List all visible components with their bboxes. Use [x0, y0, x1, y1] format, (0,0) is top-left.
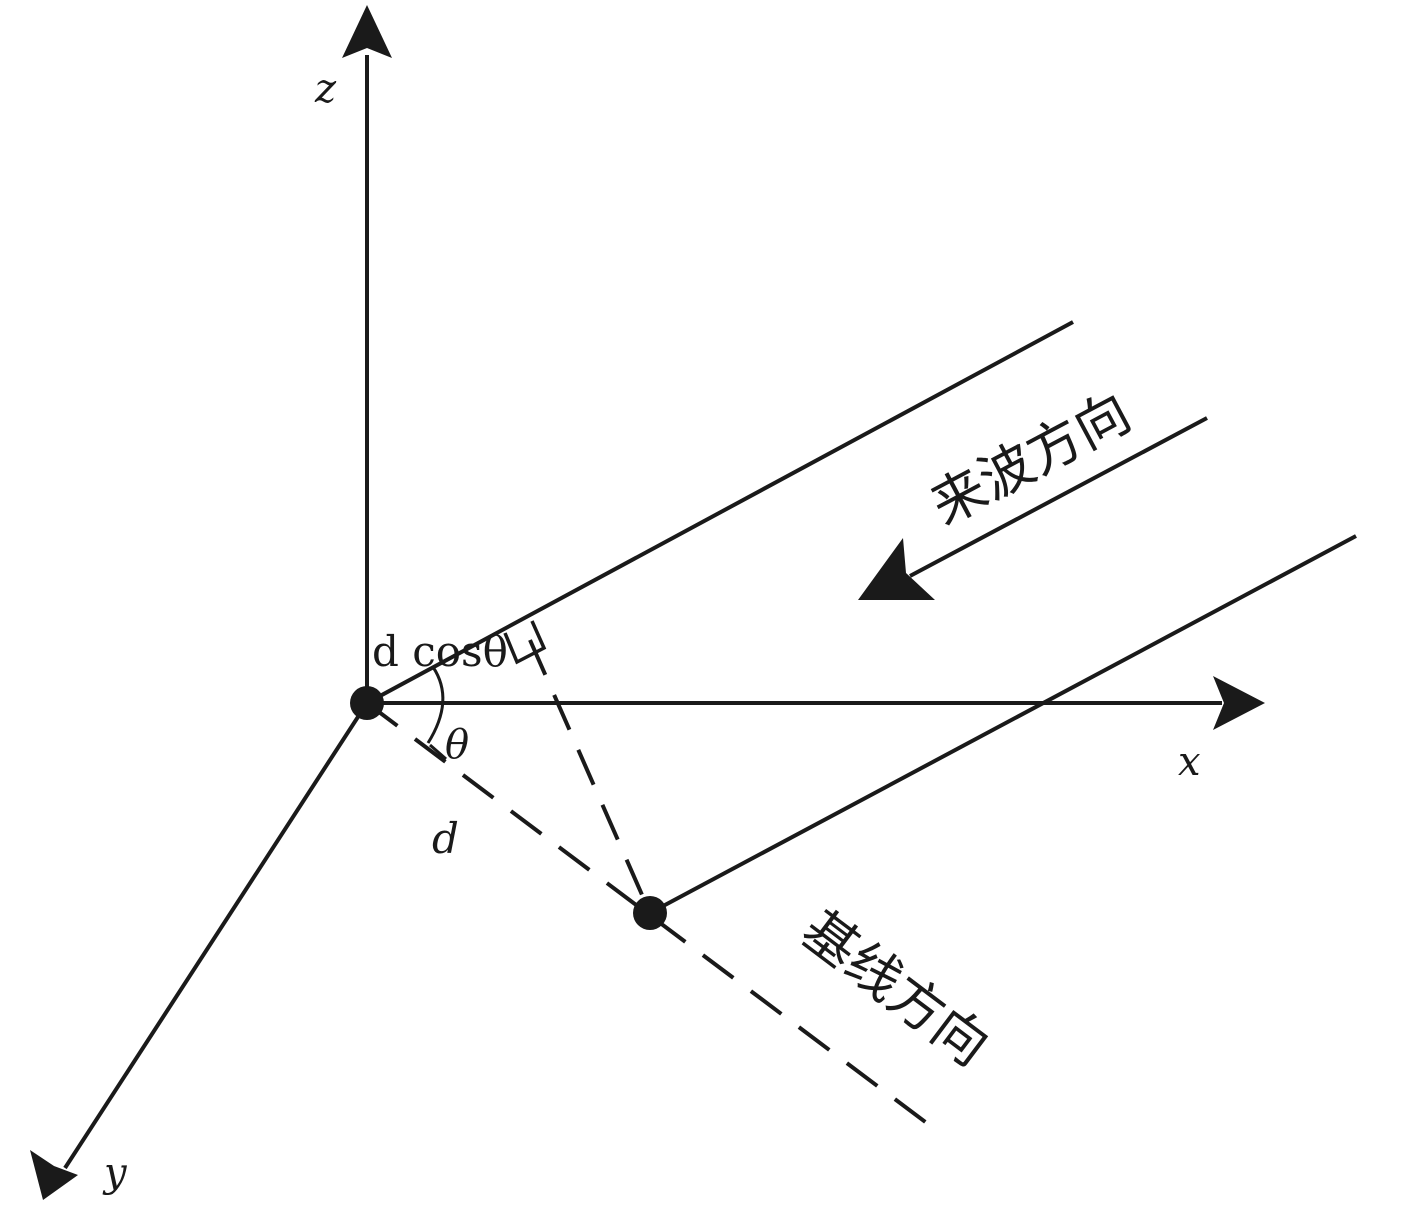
second-element-dot	[633, 896, 667, 930]
wave-ray-origin	[366, 320, 1074, 705]
y-axis-arrowhead	[30, 1150, 78, 1200]
baseline-length-label: d	[432, 814, 459, 863]
theta-arc	[426, 666, 445, 744]
baseline-direction-label: 基线方向	[790, 898, 1000, 1078]
y-axis-label: y	[102, 1150, 128, 1196]
origin-element-dot	[350, 686, 384, 720]
y-axis	[63, 701, 369, 1170]
z-axis-label: z	[314, 66, 337, 112]
x-axis-label: x	[1178, 739, 1201, 785]
z-axis-arrowhead	[342, 5, 392, 58]
right-angle-marker	[503, 620, 547, 665]
wave-ray-element	[649, 534, 1357, 915]
baseline-tick	[429, 743, 447, 761]
theta-label: θ	[445, 722, 469, 768]
x-axis-arrowhead	[1213, 676, 1265, 730]
projection-label: d cosθ	[372, 627, 508, 676]
wave-ray-arrow	[909, 416, 1208, 578]
projection-dashed-line	[528, 639, 652, 914]
wave-direction-arrowhead	[858, 538, 935, 600]
